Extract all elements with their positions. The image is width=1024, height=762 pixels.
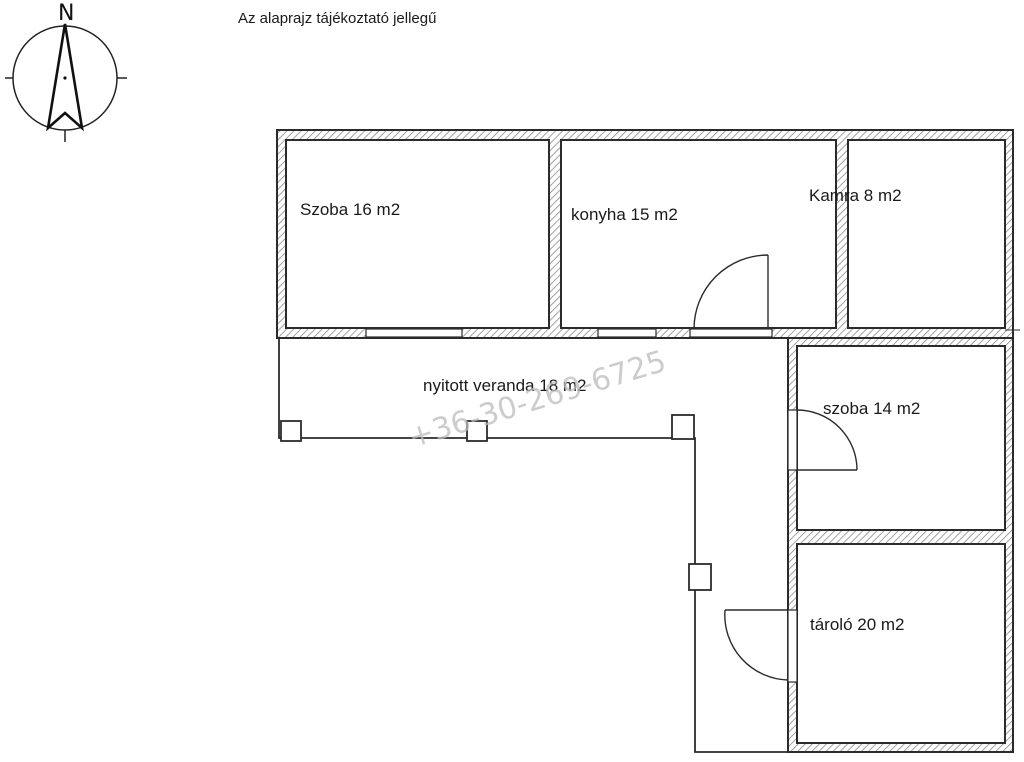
top-block-walls xyxy=(276,129,1020,339)
veranda-post xyxy=(466,420,488,442)
compass-north-letter: N xyxy=(58,1,74,26)
right-block-walls xyxy=(724,337,1014,753)
veranda-outline xyxy=(278,338,788,753)
room-label-szoba-16: Szoba 16 m2 xyxy=(300,200,400,219)
compass-needle-icon xyxy=(46,23,84,132)
room-label-kamra: Kamra 8 m2 xyxy=(809,186,902,205)
plan-note: Az alaprajz tájékoztató jellegű xyxy=(238,10,436,27)
room-label-tarolo: tároló 20 m2 xyxy=(810,615,905,634)
compass: N xyxy=(5,1,127,142)
room-label-veranda: nyitott veranda 18 m2 xyxy=(423,376,586,395)
veranda-post xyxy=(688,563,712,591)
veranda-post xyxy=(671,414,695,440)
veranda-post xyxy=(280,420,302,442)
room-label-konyha: konyha 15 m2 xyxy=(571,205,678,224)
room-label-szoba-14: szoba 14 m2 xyxy=(823,399,920,418)
